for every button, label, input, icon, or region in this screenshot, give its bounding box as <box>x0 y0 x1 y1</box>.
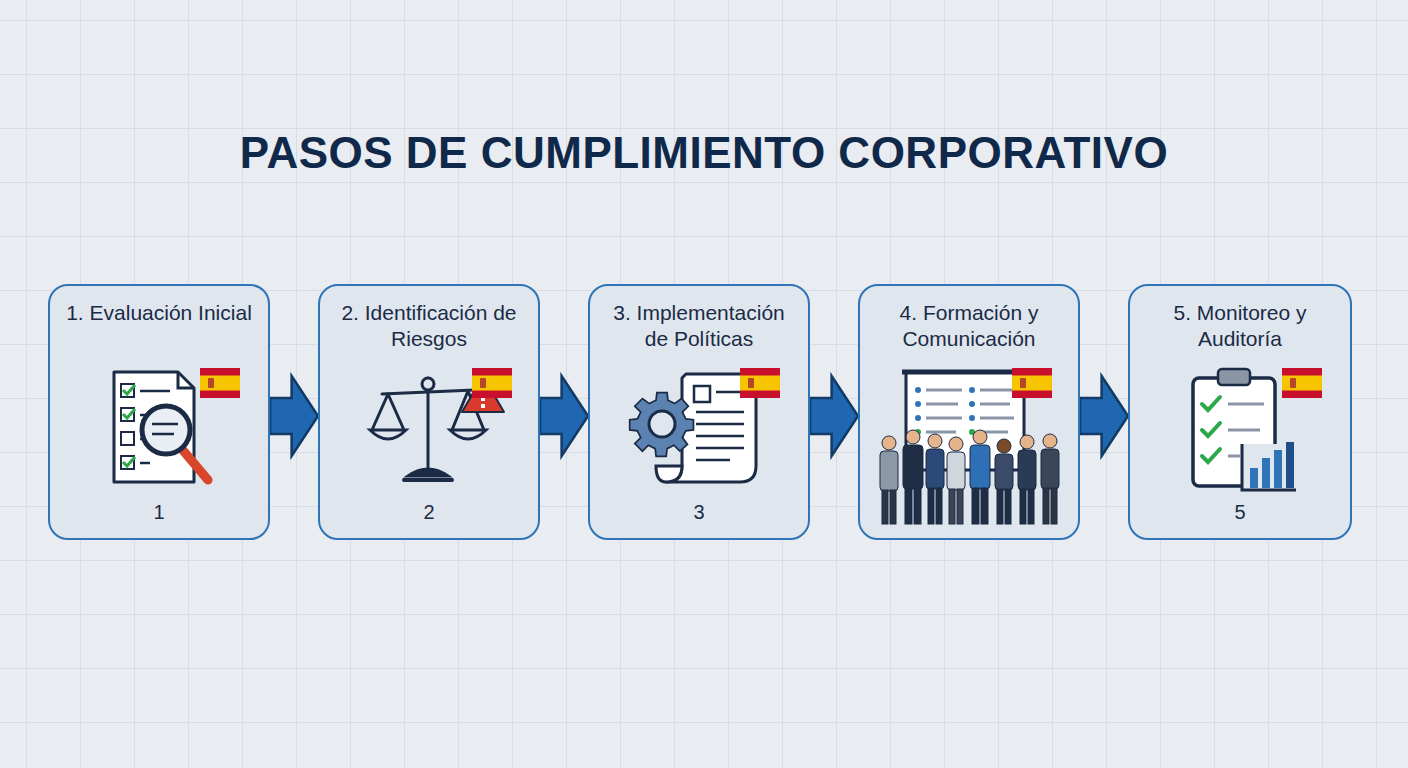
step-number: 2 <box>320 501 538 524</box>
step-number: 5 <box>1130 501 1350 524</box>
step-heading: 3. Implementación de Políticas <box>600 300 798 352</box>
block-arrow <box>540 376 588 456</box>
process-box: 5. Monitoreo y Auditoría 5 <box>1128 284 1352 540</box>
step-number: 1 <box>50 501 268 524</box>
diagram-title: PASOS DE CUMPLIMIENTO CORPORATIVO <box>0 128 1408 178</box>
block-arrow <box>270 376 318 456</box>
block-arrow-shape <box>270 376 318 456</box>
block-arrow-shape <box>1080 376 1128 456</box>
block-arrow <box>1080 376 1128 456</box>
process-box: 1. Evaluación Inicial 1 <box>48 284 270 540</box>
step-number: 3 <box>590 501 808 524</box>
training-icon <box>880 368 1059 524</box>
step-heading: 5. Monitoreo y Auditoría <box>1140 300 1340 352</box>
policy-icon <box>630 368 780 482</box>
process-box: 3. Implementación de Políticas 3 <box>588 284 810 540</box>
checklist-icon <box>114 368 240 482</box>
audit-icon <box>1193 368 1322 490</box>
step-heading: 4. Formación y Comunicación <box>870 300 1068 352</box>
step-heading: 1. Evaluación Inicial <box>60 300 258 326</box>
process-box: 4. Formación y Comunicación <box>858 284 1080 540</box>
step-heading: 2. Identificación de Riesgos <box>330 300 528 352</box>
block-arrow-shape <box>540 376 588 456</box>
block-arrow <box>810 376 858 456</box>
scales-icon <box>370 378 486 480</box>
warning-icon <box>462 368 512 412</box>
block-arrow-shape <box>810 376 858 456</box>
process-box: 2. Identificación de Riesgos 2 <box>318 284 540 540</box>
